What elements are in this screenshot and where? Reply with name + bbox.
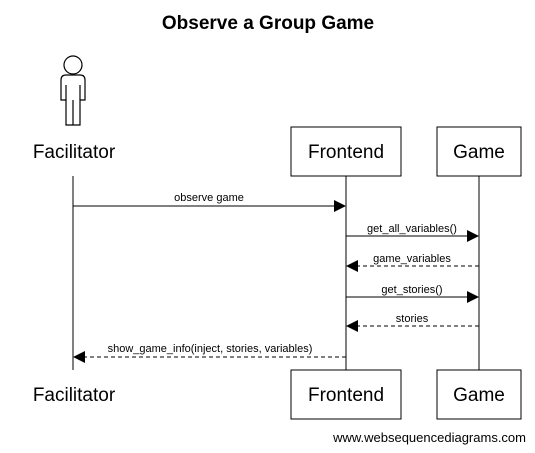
message-label-4: get_stories() bbox=[381, 284, 442, 296]
participant-box-game-bottom bbox=[436, 369, 522, 420]
participant-label-game-bottom: Game bbox=[453, 385, 505, 406]
participant-label-game-top: Game bbox=[453, 142, 505, 163]
participant-label-facilitator-bottom: Facilitator bbox=[33, 385, 116, 406]
message-label-3: game_variables bbox=[373, 253, 451, 265]
message-label-1: observe game bbox=[174, 192, 244, 204]
diagram-title: Observe a Group Game bbox=[162, 13, 374, 34]
footer-watermark: www.websequencediagrams.com bbox=[332, 430, 526, 445]
message-label-2: get_all_variables() bbox=[367, 223, 457, 235]
participant-label-facilitator-top: Facilitator bbox=[33, 142, 116, 163]
participant-box-frontend-top bbox=[290, 126, 402, 177]
participant-label-frontend-top: Frontend bbox=[308, 142, 384, 163]
message-label-5: stories bbox=[396, 313, 429, 325]
participant-box-frontend-bottom bbox=[290, 369, 402, 420]
participant-box-game-top bbox=[436, 126, 522, 177]
participant-label-frontend-bottom: Frontend bbox=[308, 385, 384, 406]
message-label-6: show_game_info(inject, stories, variable… bbox=[108, 343, 313, 355]
actor-icon-top bbox=[60, 55, 86, 126]
